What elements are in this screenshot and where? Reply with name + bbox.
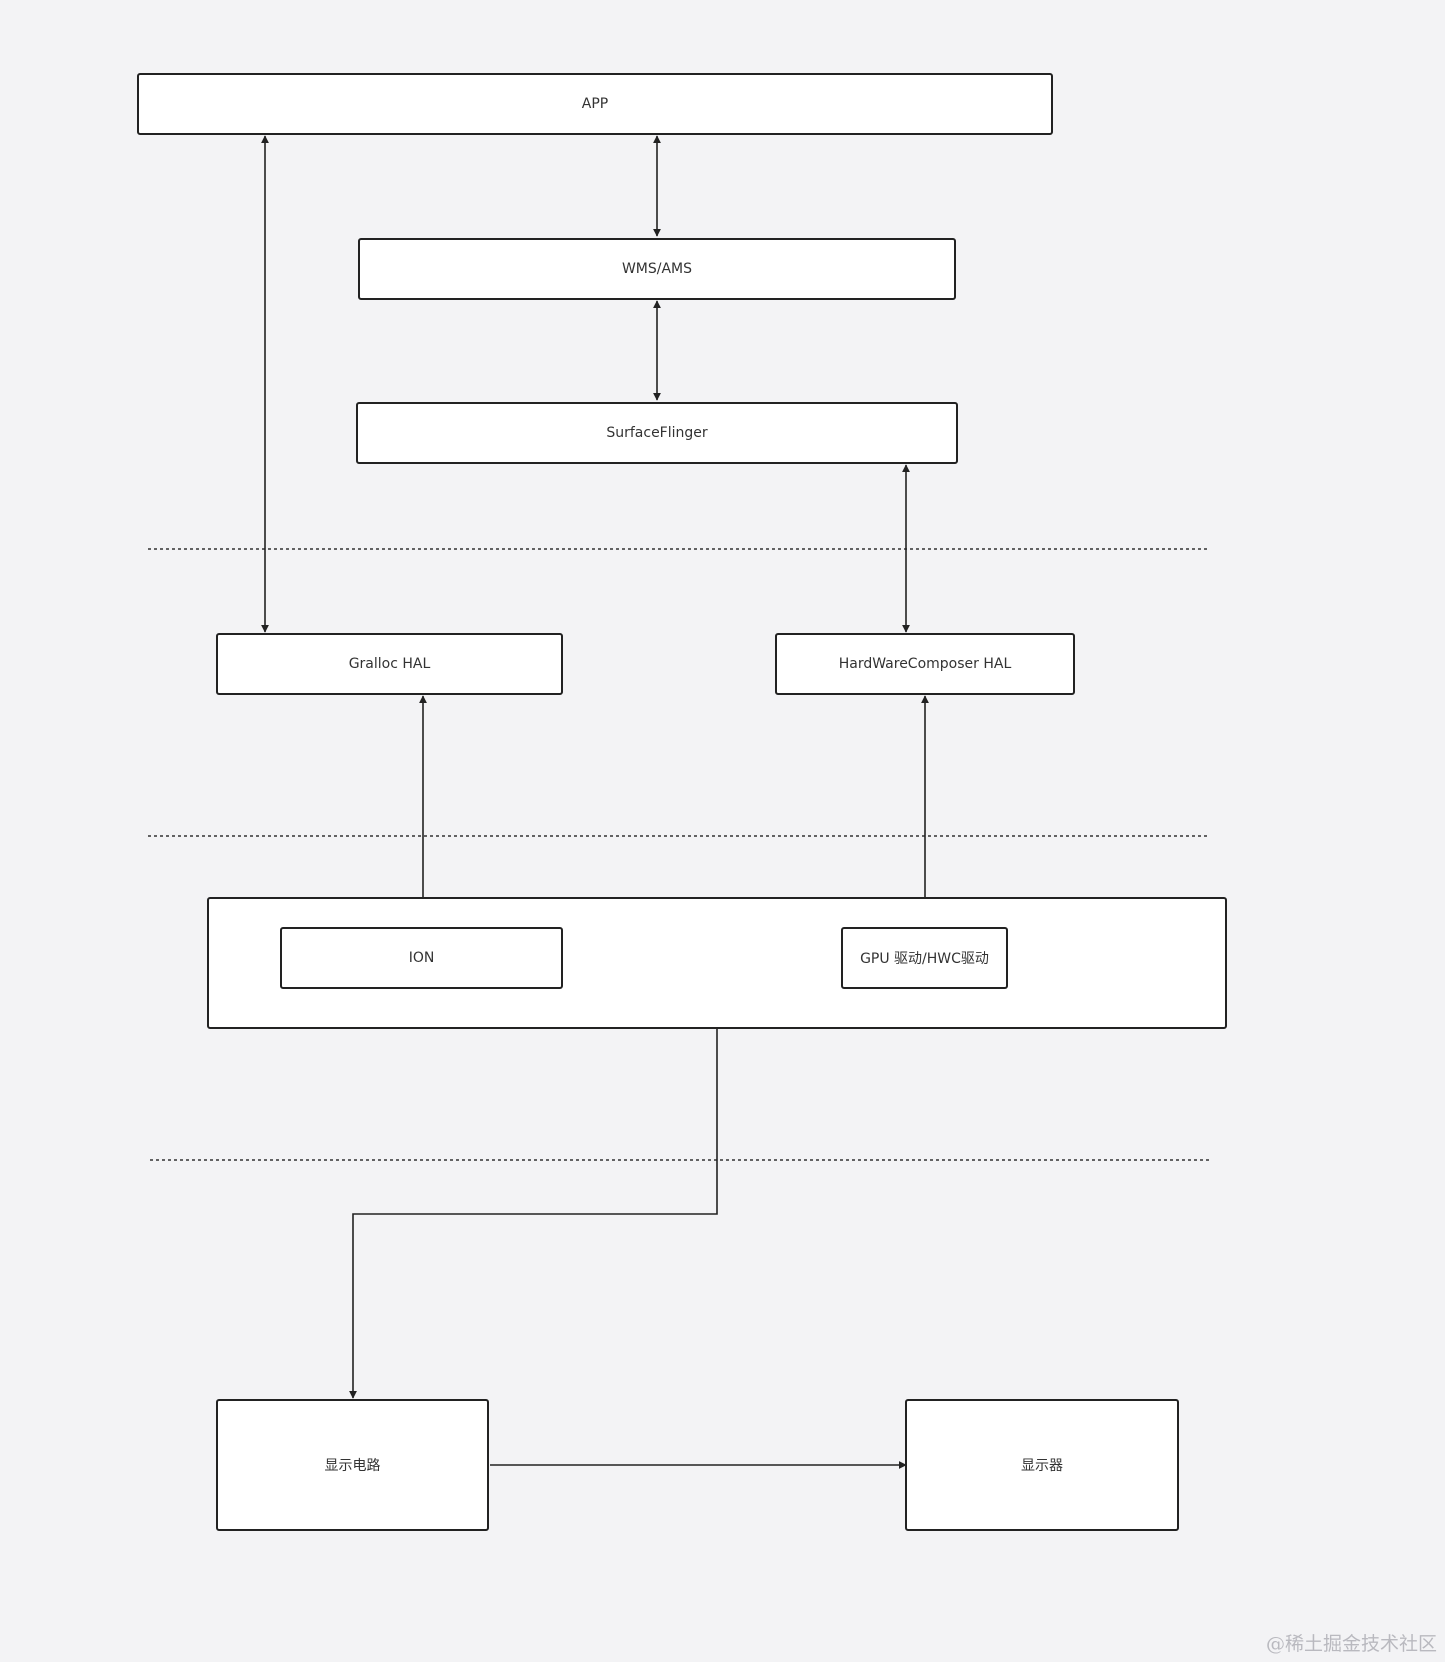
gralloc-hal-label: Gralloc HAL — [348, 656, 431, 672]
gpu-driver-box: GPU 驱动/HWC驱动 — [841, 927, 1008, 989]
edge-kernel-display-circuit — [349, 1029, 718, 1399]
display-circuit-label: 显示电路 — [324, 1458, 381, 1474]
gralloc-hal-box: Gralloc HAL — [216, 633, 563, 695]
app-label: APP — [581, 96, 609, 112]
ion-box: ION — [280, 927, 563, 989]
display-box: 显示器 — [905, 1399, 1179, 1531]
gpu-driver-label: GPU 驱动/HWC驱动 — [860, 951, 989, 967]
hwc-hal-label: HardWareComposer HAL — [838, 656, 1012, 672]
wms-ams-box: WMS/AMS — [358, 238, 956, 300]
display-circuit-box: 显示电路 — [216, 1399, 489, 1531]
surfaceflinger-box: SurfaceFlinger — [356, 402, 958, 464]
wms-ams-label: WMS/AMS — [621, 261, 693, 277]
display-label: 显示器 — [1021, 1458, 1063, 1474]
watermark: @稀土掘金技术社区 — [1265, 1633, 1437, 1655]
hwc-hal-box: HardWareComposer HAL — [775, 633, 1075, 695]
app-box: APP — [137, 73, 1053, 135]
surfaceflinger-label: SurfaceFlinger — [606, 425, 708, 441]
ion-label: ION — [408, 950, 435, 966]
